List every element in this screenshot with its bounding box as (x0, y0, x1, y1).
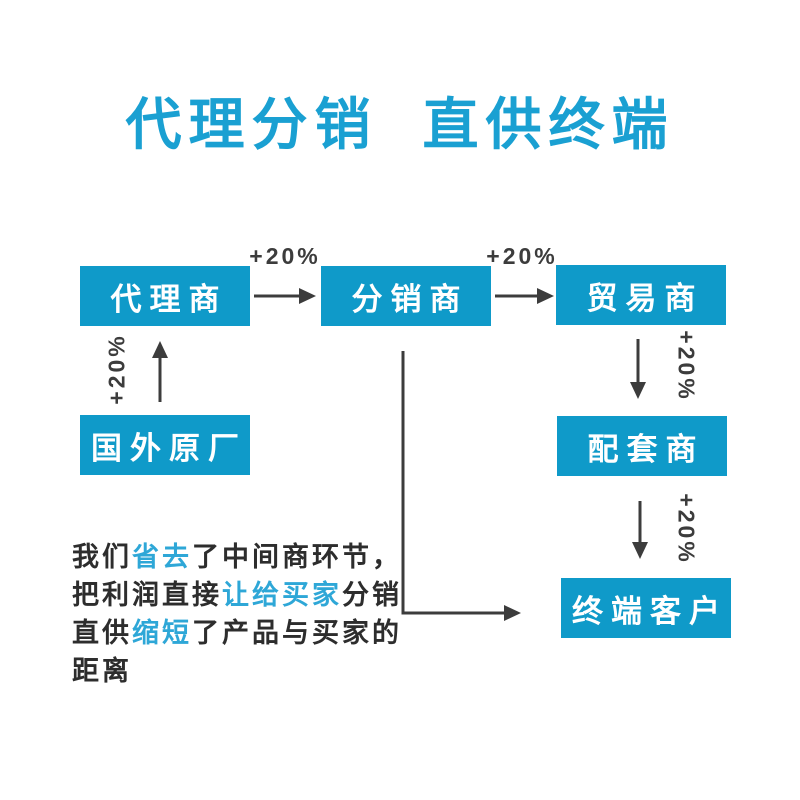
node-distributor: 分销商 (321, 266, 491, 326)
arrow-agent-to-distributor-icon (254, 288, 316, 304)
paragraph-line: 距离 (72, 652, 402, 690)
paragraph-line: 把利润直接让给买家分销 (72, 576, 402, 614)
arrow-trader-to-supporting-icon (630, 339, 646, 399)
paragraph-text: 了中间商环节， (192, 542, 402, 572)
paragraph-text: 了产品与买家的 (192, 618, 402, 648)
gain-label-trader-supporting: +20% (673, 330, 700, 402)
paragraph-highlight: 缩短 (132, 618, 192, 648)
node-end-customer-label: 终端客户 (572, 593, 728, 629)
paragraph-text: 把利润直接 (72, 580, 222, 610)
node-factory: 国外原厂 (80, 415, 250, 475)
node-distributor-label: 分销商 (351, 281, 469, 317)
node-agent: 代理商 (80, 266, 250, 326)
node-trader-label: 贸易商 (586, 280, 704, 316)
node-supporting: 配套商 (557, 416, 727, 476)
arrow-supporting-to-endcustomer-icon (632, 501, 648, 559)
arrow-factory-to-agent-icon (152, 341, 168, 402)
paragraph-line: 我们省去了中间商环节， (72, 538, 402, 576)
paragraph-text: 直供 (72, 618, 132, 648)
node-agent-label: 代理商 (110, 281, 228, 317)
paragraph-text: 距离 (72, 656, 132, 686)
node-supporting-label: 配套商 (587, 431, 705, 467)
arrow-distributor-to-endcustomer-icon (401, 351, 521, 621)
gain-label-supporting-endcustomer: +20% (673, 493, 700, 565)
paragraph-text: 我们 (72, 542, 132, 572)
arrow-distributor-to-trader-icon (495, 288, 554, 304)
gain-label-factory-agent: +20% (103, 333, 130, 405)
page-title: 代理分销 直供终端 (125, 93, 675, 156)
node-factory-label: 国外原厂 (91, 430, 247, 466)
paragraph-text: 分销 (342, 580, 402, 610)
node-trader: 贸易商 (556, 265, 726, 325)
paragraph-line: 直供缩短了产品与买家的 (72, 614, 402, 652)
gain-label-distributor-trader: +20% (486, 243, 558, 269)
paragraph-highlight: 让给买家 (222, 580, 342, 610)
paragraph-highlight: 省去 (132, 542, 192, 572)
gain-label-agent-distributor: +20% (249, 243, 321, 269)
node-end-customer: 终端客户 (561, 578, 731, 638)
explanation-paragraph: 我们省去了中间商环节， 把利润直接让给买家分销 直供缩短了产品与买家的 距离 (72, 538, 402, 690)
